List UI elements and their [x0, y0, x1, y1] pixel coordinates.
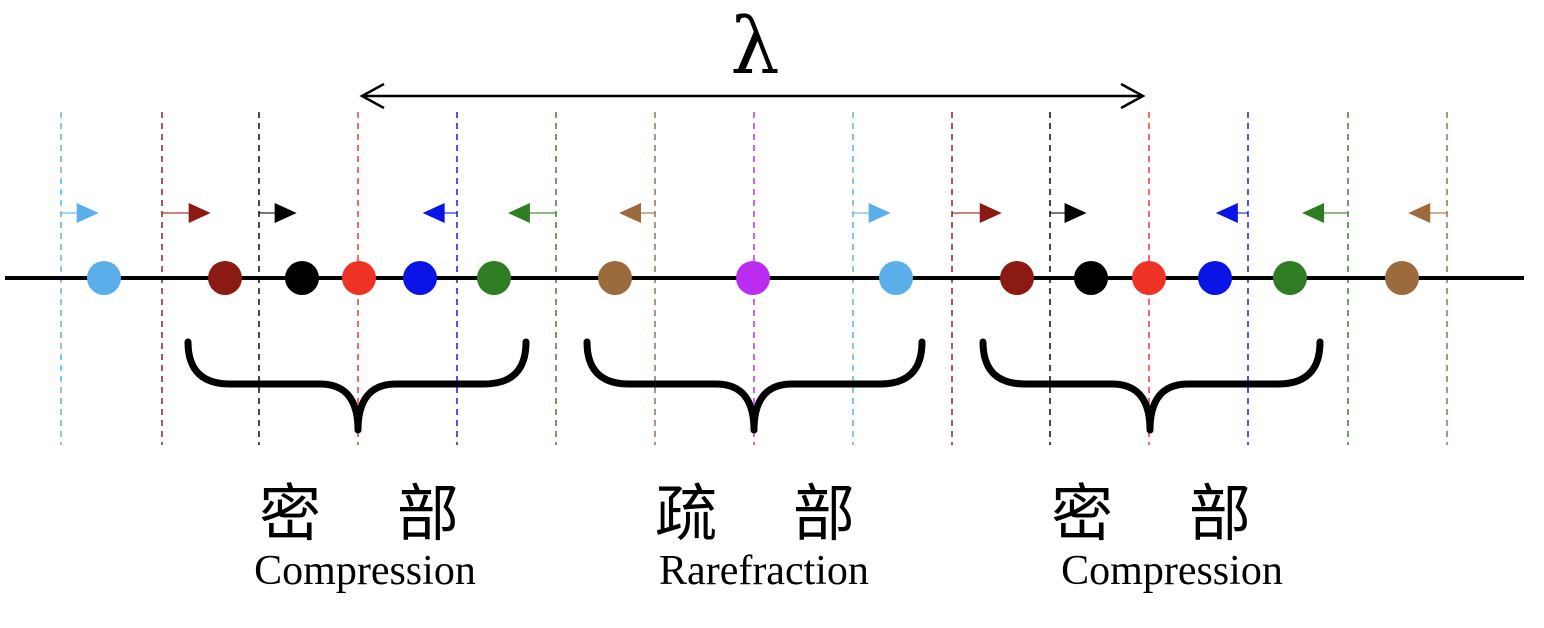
displacement-arrow-2 — [259, 203, 297, 223]
region-1-cjk-label: 疏 部 — [655, 477, 883, 550]
region-2-cjk-label: 密 部 — [1051, 477, 1279, 550]
displacement-arrow-4 — [422, 203, 457, 223]
displacement-arrow-10 — [1050, 203, 1087, 223]
particle-6 — [598, 261, 632, 295]
particle-3 — [342, 261, 376, 295]
particle-11 — [1132, 261, 1166, 295]
region-0-english-label: Compression — [254, 548, 476, 594]
particle-10 — [1074, 261, 1108, 295]
particle-7 — [736, 261, 770, 295]
displacement-arrow-5 — [507, 203, 556, 223]
region-brace-0 — [184, 338, 530, 434]
particle-13 — [1273, 261, 1307, 295]
particles — [87, 261, 1419, 295]
region-2-english-label: Compression — [1061, 548, 1283, 594]
particle-5 — [477, 261, 511, 295]
wavelength-arrow-right-head — [1120, 82, 1146, 110]
displacement-arrow-6 — [619, 203, 655, 223]
particle-9 — [1000, 261, 1034, 295]
wavelength-arrow-left-head — [359, 82, 385, 110]
region-1-english-label: Rarefraction — [659, 548, 869, 594]
displacement-arrow-0 — [61, 203, 99, 223]
region-brace-2 — [979, 338, 1324, 434]
region-0-cjk-label: 密 部 — [259, 477, 487, 550]
braces — [184, 338, 1324, 434]
particle-1 — [208, 261, 242, 295]
displacement-arrow-9 — [952, 203, 1002, 223]
particle-8 — [879, 261, 913, 295]
displacement-arrow-12 — [1215, 203, 1248, 223]
displacement-arrow-8 — [853, 203, 891, 223]
region-brace-1 — [583, 338, 926, 434]
displacement-arrow-14 — [1408, 203, 1447, 223]
particle-14 — [1385, 261, 1419, 295]
particle-4 — [403, 261, 437, 295]
displacement-arrow-1 — [162, 203, 211, 223]
wavelength-symbol: λ — [730, 2, 780, 92]
displacement-arrow-13 — [1302, 203, 1348, 223]
particle-0 — [87, 261, 121, 295]
wavelength-arrow — [359, 82, 1146, 110]
particle-2 — [285, 261, 319, 295]
particle-12 — [1198, 261, 1232, 295]
displacement-arrows — [61, 203, 1447, 223]
